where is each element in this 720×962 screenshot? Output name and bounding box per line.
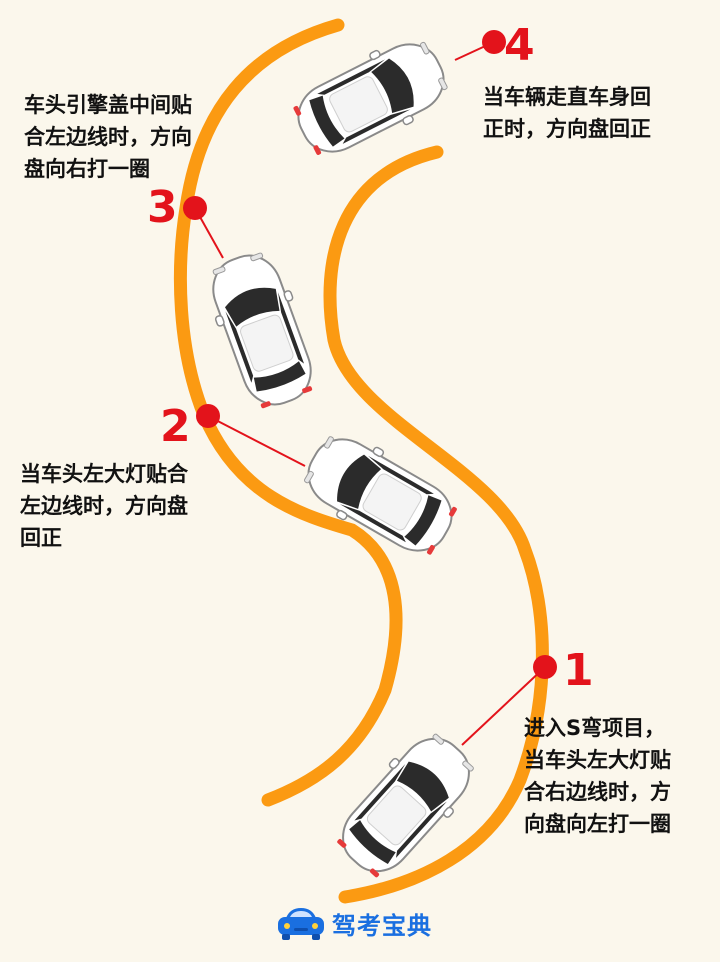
car-position-2 xyxy=(293,421,467,569)
step-label-1: 进入S弯项目， 当车头左大灯贴 合右边线时，方 向盘向左打一圈 xyxy=(524,716,671,836)
car-position-3 xyxy=(197,243,327,417)
step-number-2: 2 xyxy=(160,401,191,452)
connector-line-1 xyxy=(461,666,546,746)
marker-dot-1 xyxy=(533,655,557,679)
step-label-2: 当车头左大灯贴合 左边线时，方向盘 回正 xyxy=(20,462,188,550)
right-road-edge xyxy=(323,145,549,904)
left-road-edge xyxy=(173,18,403,807)
step-label-3: 车头引擎盖中间贴 合左边线时，方向 盘向右打一圈 xyxy=(24,93,192,181)
marker-dot-2 xyxy=(196,404,220,428)
step-number-1: 1 xyxy=(563,645,594,696)
step-number-4: 4 xyxy=(504,20,535,71)
marker-dot-4 xyxy=(482,30,506,54)
step-number-3: 3 xyxy=(147,182,178,233)
brand-name: 驾考宝典 xyxy=(332,911,432,940)
brand-logo: 驾考宝典 xyxy=(276,905,432,941)
connector-line-2 xyxy=(207,415,306,467)
car-icon xyxy=(278,908,324,940)
marker-dot-3 xyxy=(183,196,207,220)
step-label-4: 当车辆走直车身回 正时，方向盘回正 xyxy=(483,85,651,141)
